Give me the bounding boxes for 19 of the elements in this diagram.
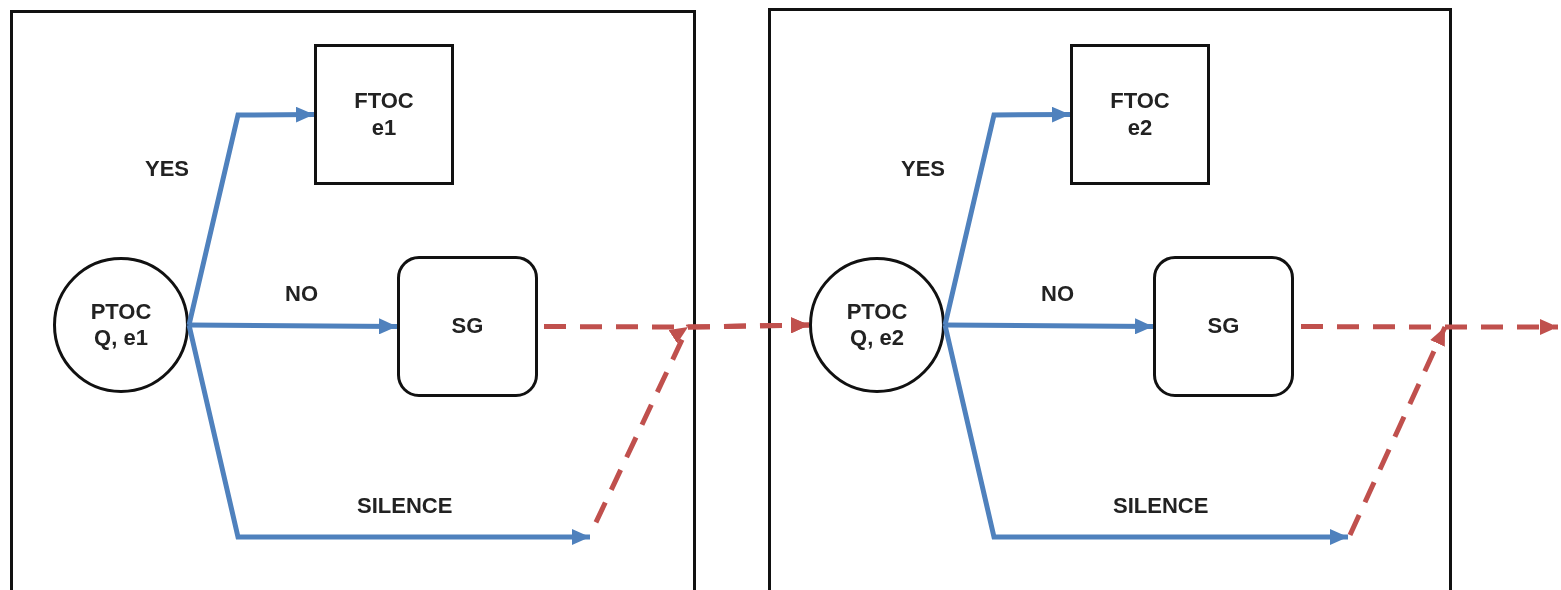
node-label: FTOC e1 [353, 88, 415, 141]
node-label: SG [1207, 313, 1240, 340]
process-box [314, 44, 454, 185]
arrow [942, 324, 1348, 545]
node-label: PTOC Q, e2 [845, 298, 909, 352]
arrow [1347, 325, 1448, 537]
rounded-box [397, 256, 538, 397]
panel-frame [768, 8, 1452, 590]
arrow [186, 324, 590, 545]
panel-frame [10, 10, 696, 590]
arrow [189, 318, 397, 335]
arrow [945, 318, 1153, 335]
process-box [1070, 44, 1210, 185]
node-label: PTOC Q, e1 [89, 298, 153, 352]
rounded-box [1153, 256, 1294, 397]
arrow [186, 106, 314, 326]
arrow [942, 106, 1070, 326]
node-label: FTOC e2 [1109, 88, 1171, 141]
node-label: SG [451, 313, 484, 340]
